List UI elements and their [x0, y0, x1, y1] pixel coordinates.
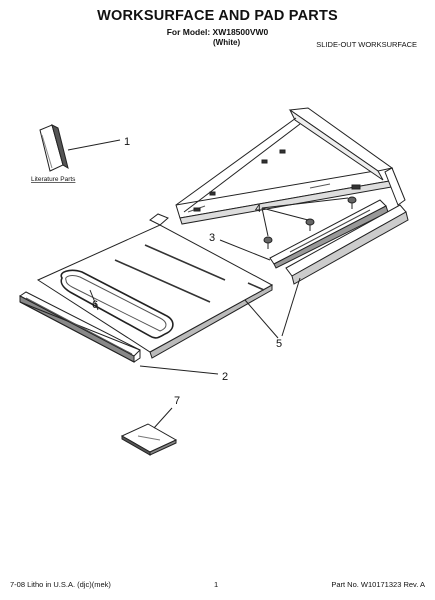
footer-part-number: Part No. W10171323 Rev. A: [331, 580, 425, 589]
callout-1: 1: [124, 136, 130, 148]
leader-line-1: [67, 139, 121, 151]
front-handle: [19, 291, 141, 363]
worksurface-board: [36, 213, 274, 359]
leader-line-2: [139, 365, 219, 375]
literature-parts-label: Literature Parts: [31, 176, 76, 183]
literature-booklet: [39, 124, 69, 172]
footer-print-info: 7-08 Litho in U.S.A. (djc)(mek): [10, 580, 111, 589]
leader-line-3: [219, 239, 271, 261]
callout-3: 3: [209, 232, 215, 244]
callout-2: 2: [222, 371, 228, 383]
front-slide-rail: [285, 204, 409, 285]
callout-4: 4: [255, 203, 261, 215]
callout-5: 5: [276, 338, 282, 350]
leader-line-7: [153, 407, 173, 429]
callout-6: 6: [92, 299, 98, 311]
leader-line-4a: [261, 207, 269, 237]
callout-7: 7: [174, 395, 180, 407]
worksurface-pad: [60, 269, 174, 339]
page-title: WORKSURFACE AND PAD PARTS: [97, 8, 338, 24]
leader-line-5b: [281, 277, 301, 337]
leader-line-5a: [244, 299, 279, 339]
leader-line-4c: [261, 197, 349, 209]
section-name: SLIDE-OUT WORKSURFACE: [316, 40, 417, 49]
leader-line-6: [89, 289, 99, 311]
model-color: (White): [213, 38, 241, 47]
screws: [263, 196, 357, 249]
leader-line-4b: [261, 207, 309, 221]
model-number: For Model: XW18500VW0: [166, 27, 269, 37]
rail-frame: [175, 107, 406, 225]
foot-pad: [120, 423, 178, 456]
footer-page-number: 1: [214, 580, 219, 589]
